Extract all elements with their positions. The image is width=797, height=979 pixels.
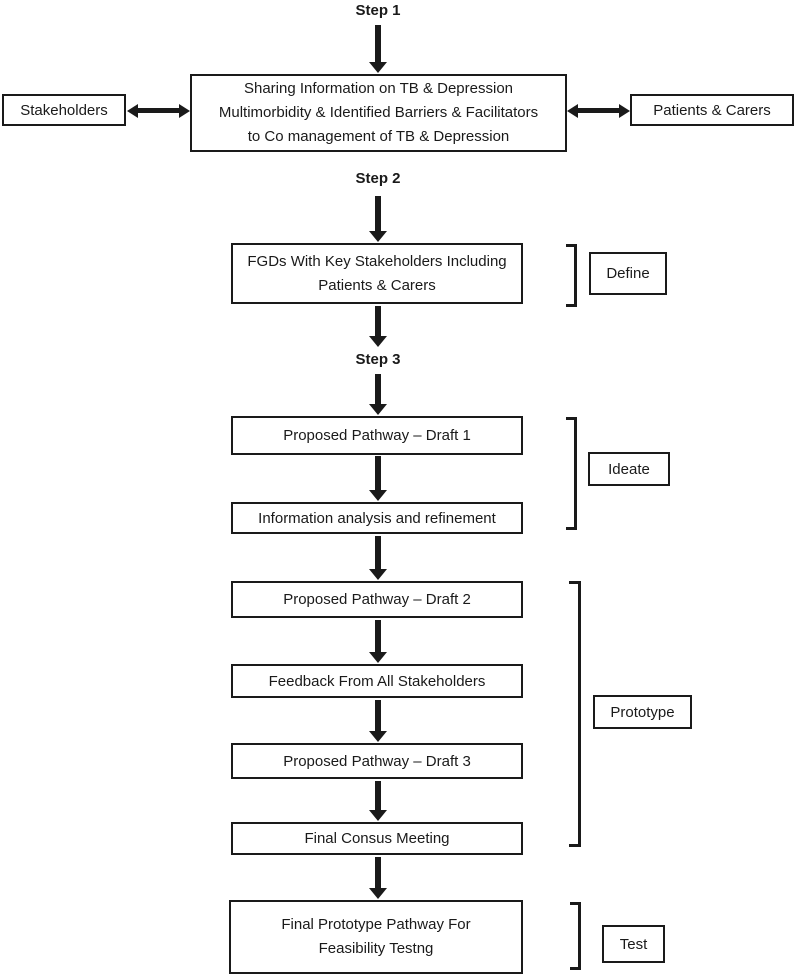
- phase-label-define: Define: [589, 252, 667, 295]
- node-text-line: Final Consus Meeting: [304, 830, 450, 847]
- step-3-label: Step 3: [355, 351, 401, 368]
- arrow-shaft: [578, 108, 619, 113]
- down-arrow-step2: [369, 196, 387, 242]
- arrow-shaft: [375, 781, 381, 810]
- arrow-head-icon: [369, 231, 387, 242]
- node-final-consensus-meeting: Final Consus Meeting: [231, 822, 523, 855]
- bracket-define: [566, 244, 577, 307]
- down-arrow-consensus-to-final: [369, 857, 387, 899]
- arrow-head-right-icon: [619, 103, 630, 118]
- node-text-line: Sharing Information on TB & Depression: [243, 80, 514, 97]
- arrow-head-icon: [369, 490, 387, 501]
- node-text-line: FGDs With Key Stakeholders Including: [247, 252, 507, 270]
- arrow-head-right-icon: [179, 103, 190, 118]
- down-arrow-draft1-to-analysis: [369, 456, 387, 501]
- phase-label-ideate: Ideate: [588, 452, 670, 486]
- arrow-shaft: [375, 25, 381, 62]
- node-text-line: Feasibility Testng: [318, 940, 434, 957]
- down-arrow-step3: [369, 374, 387, 415]
- down-arrow-draft3-to-consensus: [369, 781, 387, 821]
- node-text-line: Proposed Pathway – Draft 3: [283, 752, 471, 770]
- arrow-head-icon: [369, 569, 387, 580]
- node-text-line: Proposed Pathway – Draft 1: [283, 427, 471, 444]
- node-text-line: Patients & Carers: [653, 101, 771, 119]
- arrow-shaft: [375, 700, 381, 731]
- arrow-shaft: [375, 857, 381, 888]
- arrow-shaft: [138, 108, 179, 113]
- arrow-head-icon: [369, 810, 387, 821]
- node-proposed-pathway-draft3: Proposed Pathway – Draft 3: [231, 743, 523, 779]
- down-arrow-draft2-to-feedback: [369, 620, 387, 663]
- node-feedback-stakeholders: Feedback From All Stakeholders: [231, 664, 523, 698]
- node-final-prototype-pathway: Final Prototype Pathway For Feasibility …: [229, 900, 523, 974]
- node-text-line: Final Prototype Pathway For: [281, 916, 471, 933]
- node-text-line: Information analysis and refinement: [258, 509, 496, 527]
- arrow-head-icon: [369, 336, 387, 347]
- node-patients-carers: Patients & Carers: [630, 94, 794, 126]
- node-text-line: Feedback From All Stakeholders: [268, 672, 486, 690]
- node-information-analysis: Information analysis and refinement: [231, 502, 523, 534]
- phase-label-test: Test: [602, 925, 665, 963]
- down-arrow-analysis-to-draft2: [369, 536, 387, 580]
- arrow-shaft: [375, 374, 381, 404]
- double-arrow-stakeholders: [127, 103, 190, 118]
- arrow-head-icon: [369, 404, 387, 415]
- down-arrow-fgds-to-step3: [369, 306, 387, 347]
- arrow-head-left-icon: [567, 103, 578, 118]
- node-text-line: Stakeholders: [20, 101, 108, 119]
- arrow-head-icon: [369, 652, 387, 663]
- arrow-head-icon: [369, 731, 387, 742]
- arrow-shaft: [375, 196, 381, 231]
- bracket-ideate: [566, 417, 577, 530]
- node-text-line: Patients & Carers: [318, 276, 436, 294]
- node-stakeholders: Stakeholders: [2, 94, 126, 126]
- arrow-head-left-icon: [127, 103, 138, 118]
- node-sharing-information: Sharing Information on TB & Depression M…: [190, 74, 567, 152]
- arrow-head-icon: [369, 888, 387, 899]
- arrow-shaft: [375, 456, 381, 490]
- node-text-line: Proposed Pathway – Draft 2: [283, 591, 471, 608]
- arrow-head-icon: [369, 62, 387, 73]
- node-proposed-pathway-draft2: Proposed Pathway – Draft 2: [231, 581, 523, 618]
- node-fgds: FGDs With Key Stakeholders Including Pat…: [231, 243, 523, 304]
- node-text-line: to Co management of TB & Depression: [247, 128, 510, 145]
- arrow-shaft: [375, 536, 381, 569]
- phase-label-prototype: Prototype: [593, 695, 692, 729]
- step-2-label: Step 2: [355, 170, 401, 187]
- down-arrow-step1: [369, 25, 387, 73]
- arrow-shaft: [375, 620, 381, 652]
- bracket-prototype: [569, 581, 581, 847]
- bracket-test: [570, 902, 581, 970]
- node-text-line: Multimorbidity & Identified Barriers & F…: [218, 104, 539, 121]
- down-arrow-feedback-to-draft3: [369, 700, 387, 742]
- double-arrow-patients-carers: [567, 103, 630, 118]
- node-proposed-pathway-draft1: Proposed Pathway – Draft 1: [231, 416, 523, 455]
- arrow-shaft: [375, 306, 381, 336]
- step-1-label: Step 1: [355, 2, 401, 19]
